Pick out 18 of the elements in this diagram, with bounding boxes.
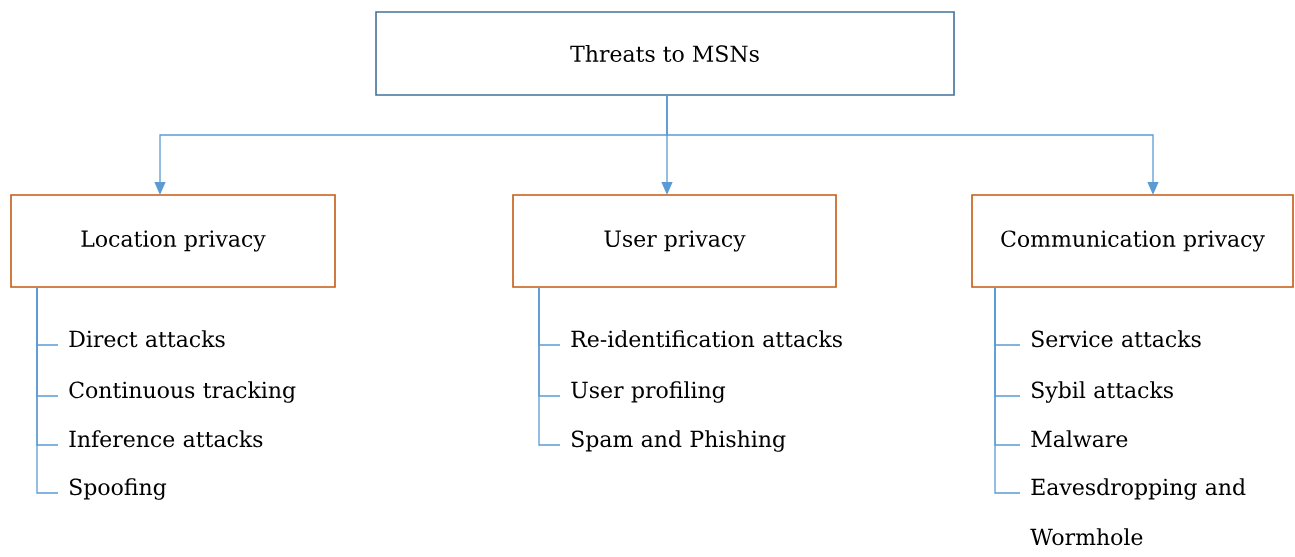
list-item: Malware: [1031, 430, 1128, 448]
list-item: Direct attacks: [69, 330, 225, 348]
list-item: Sybil attacks: [1032, 381, 1173, 403]
tree-line: [538, 286, 561, 446]
category-box: Communication privacy: [971, 194, 1294, 288]
list-item: Spoofing: [70, 478, 167, 500]
list-item: Service attacks: [1032, 330, 1201, 348]
tree-line: [994, 286, 1021, 494]
list-item: Re-identification attacks: [571, 330, 842, 348]
list-item: Eavesdropping and Wormhole: [1030, 478, 1246, 546]
category-box: User privacy: [512, 194, 837, 288]
category-box: Location privacy: [10, 194, 336, 288]
list-item: Inference attacks: [69, 430, 263, 448]
list-item: User profiling: [571, 381, 726, 403]
tree-line: [36, 286, 59, 494]
list-item: Spam and Phishing: [572, 430, 786, 452]
root-box: Threats to MSNs: [375, 11, 955, 96]
list-item: Continuous tracking: [69, 381, 296, 403]
